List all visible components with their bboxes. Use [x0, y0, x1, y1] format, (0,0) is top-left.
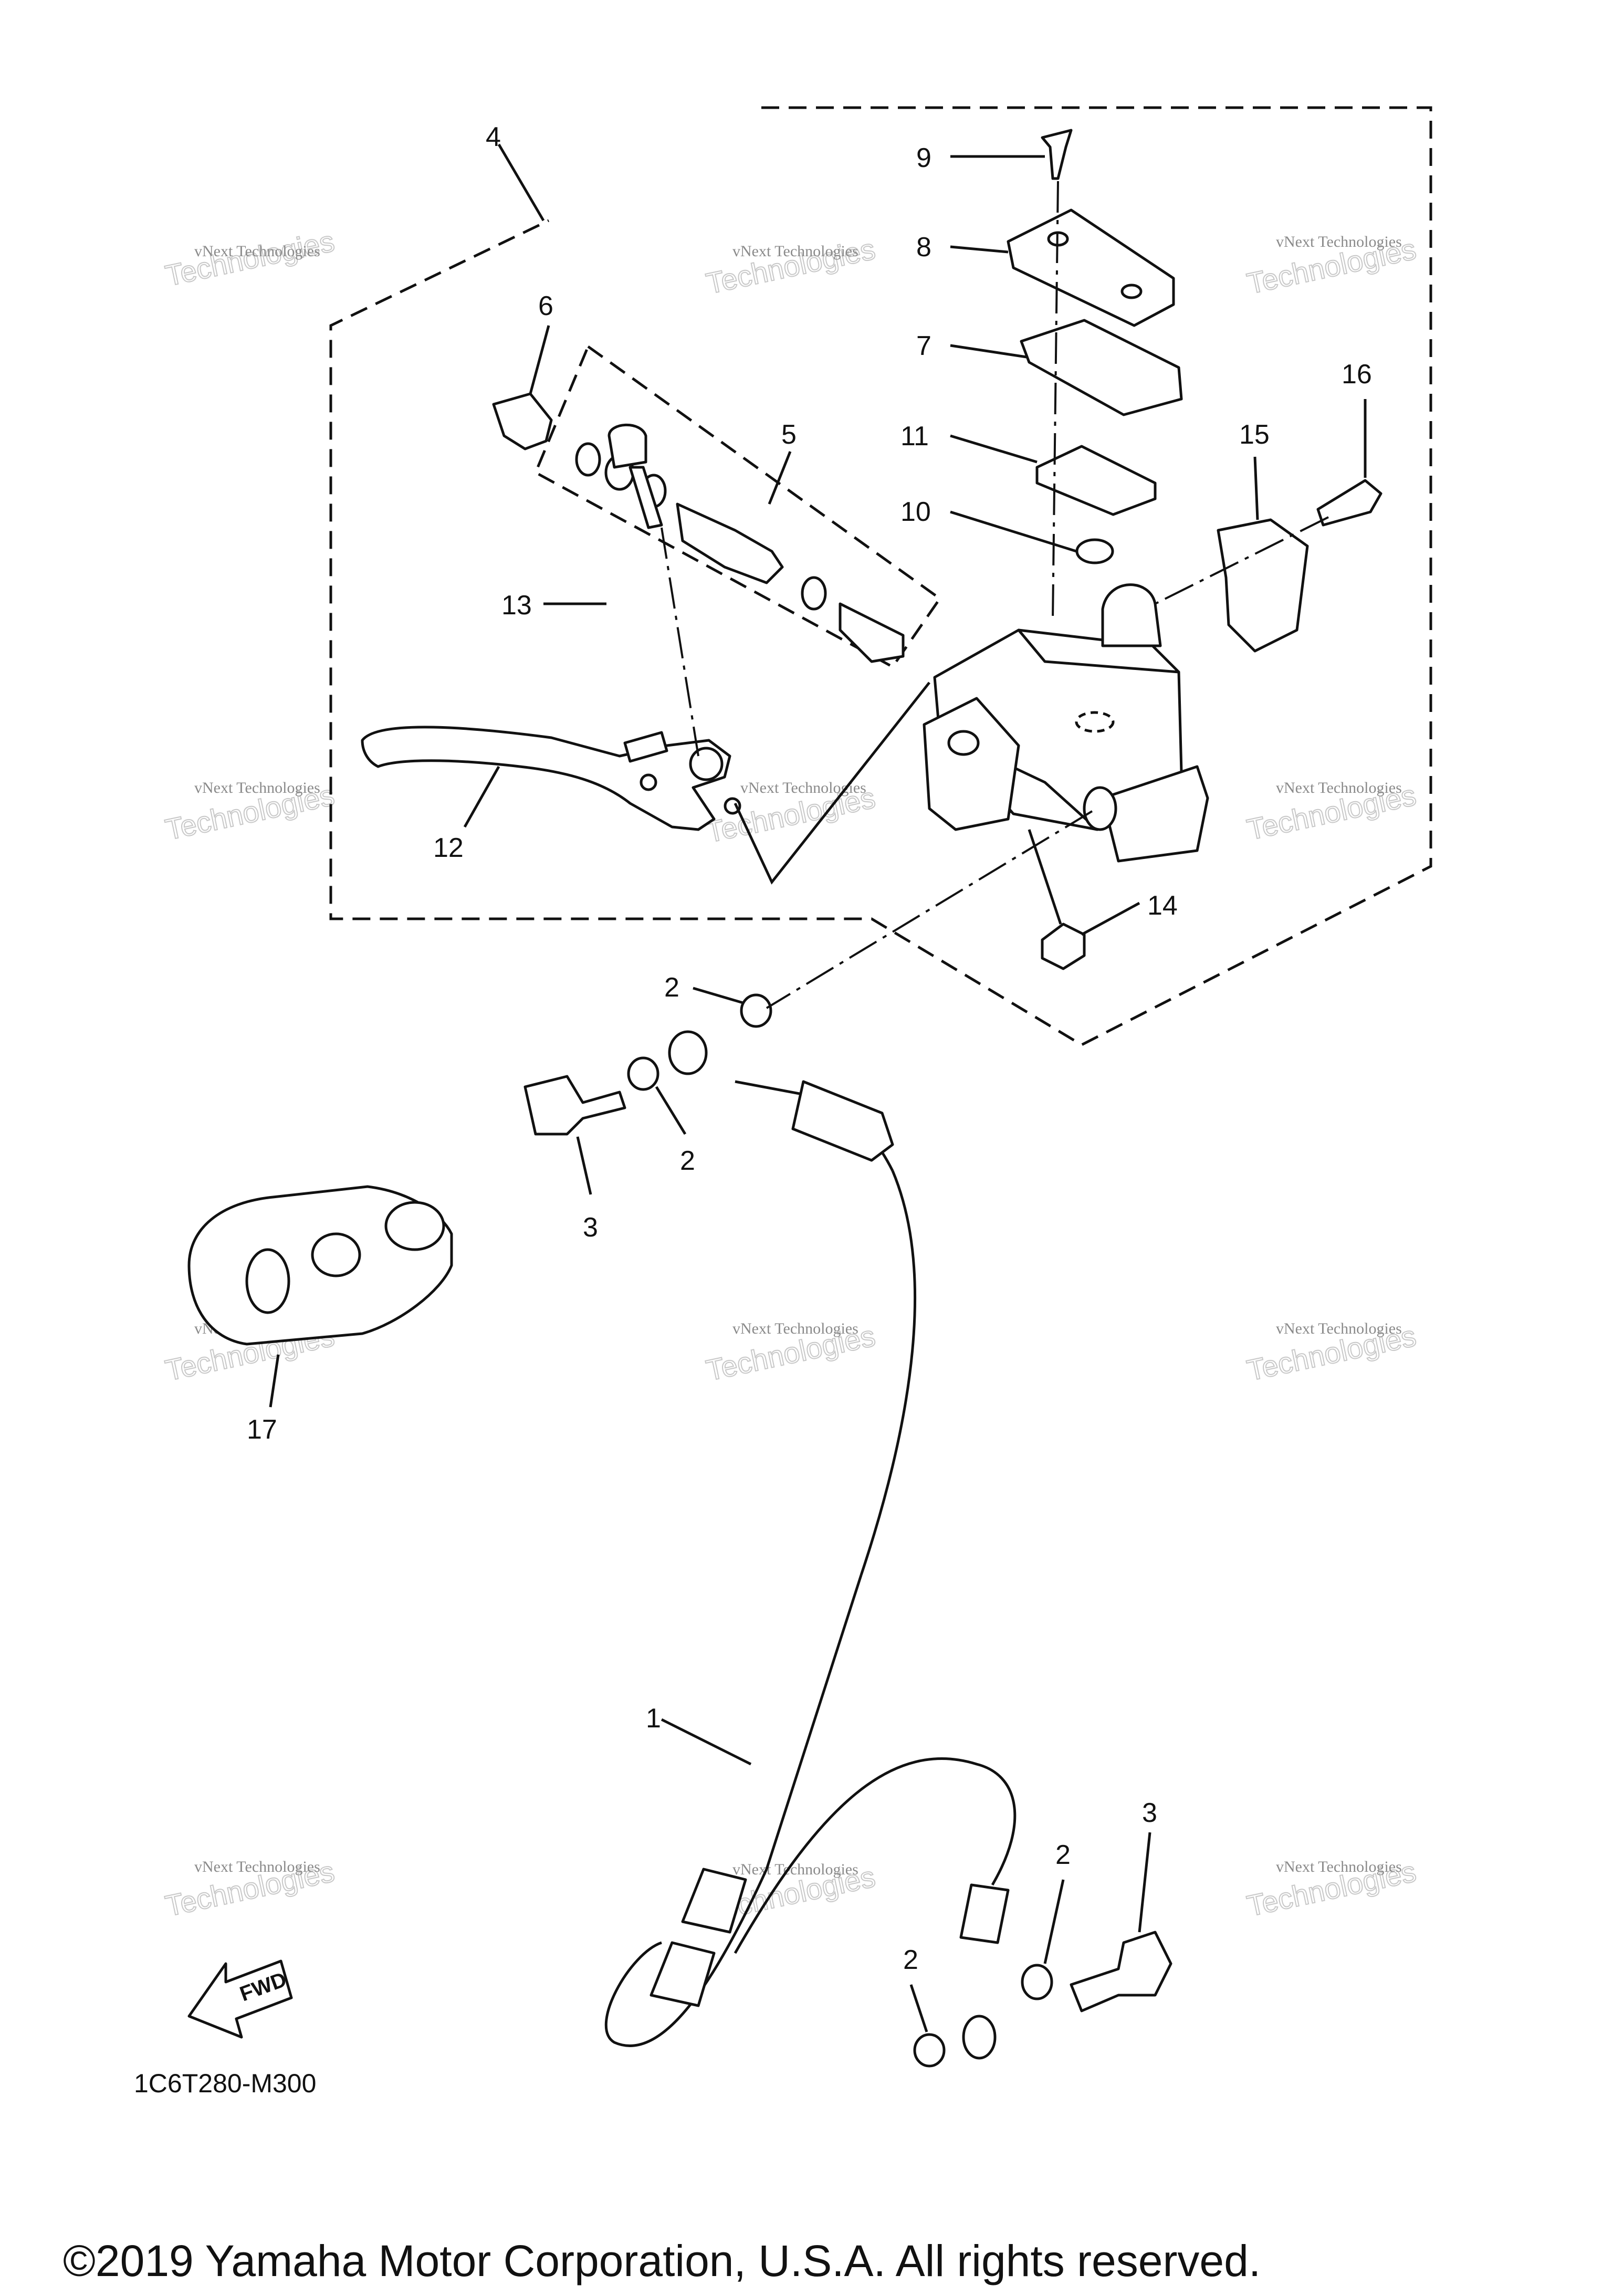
callout-2: 2	[664, 972, 679, 1003]
callout-14: 14	[1147, 890, 1178, 921]
diaphragm-plate	[1035, 445, 1157, 516]
callout-3: 3	[1142, 1798, 1157, 1828]
callout-2: 2	[1055, 1840, 1071, 1870]
callout-16: 16	[1342, 359, 1372, 390]
callout-8: 8	[916, 232, 931, 263]
brake-lever[interactable]	[361, 726, 741, 831]
svg-text:vNext Technologies: vNext Technologies	[732, 1861, 858, 1878]
master-cylinder-holder	[1217, 518, 1309, 653]
piston-kit-outline	[533, 344, 942, 669]
svg-text:vNext Technologies: vNext Technologies	[1276, 1858, 1402, 1875]
svg-text:vNext Technologies: vNext Technologies	[194, 1858, 320, 1875]
copper-washer	[1021, 1964, 1053, 2000]
union-bolt	[523, 1075, 626, 1136]
banjo-bolt-nut	[1041, 922, 1086, 970]
union-bolt	[1070, 1931, 1172, 2012]
callout-9: 9	[916, 143, 931, 173]
callout-5: 5	[781, 420, 797, 450]
svg-text:vNext Technologies: vNext Technologies	[1276, 233, 1402, 250]
copper-washer	[740, 993, 772, 1028]
watermark: Technologies vNext Technologies	[703, 232, 878, 301]
cap-screw	[1041, 129, 1073, 180]
svg-text:vNext Technologies: vNext Technologies	[732, 243, 858, 260]
diagram-code: 1C6T280-M300	[134, 2069, 316, 2098]
master-cylinder-body	[923, 583, 1209, 863]
copper-washer	[627, 1056, 659, 1091]
callout-7: 7	[916, 331, 931, 361]
reservoir-cap	[1007, 208, 1175, 327]
svg-text:vNext Technologies: vNext Technologies	[732, 1320, 858, 1337]
fwd-arrow-icon: FWD	[187, 1959, 293, 2039]
callout-labels: 9 8 7 11 10 4 6 5 13 12 15 16 14 2 2 3 1…	[247, 122, 1372, 1975]
svg-text:vNext Technologies: vNext Technologies	[194, 779, 320, 796]
holder-bolt	[1316, 479, 1382, 527]
callout-3: 3	[583, 1212, 598, 1243]
brake-hose	[604, 1030, 1017, 2060]
watermark: Technologies vNext Technologies	[162, 778, 338, 847]
o-ring	[1075, 538, 1114, 564]
callout-15: 15	[1239, 420, 1270, 450]
callout-10: 10	[900, 497, 931, 527]
callout-13: 13	[501, 590, 532, 621]
cap-screw-hole	[1120, 284, 1143, 299]
boot-cap	[492, 392, 553, 450]
pivot-bolt	[608, 423, 663, 529]
leader-lines	[269, 143, 1367, 2032]
callout-6: 6	[538, 291, 553, 321]
watermark: Technologies vNext Technologies	[1243, 1854, 1419, 1923]
watermark: Technologies vNext Technologies	[1243, 1318, 1419, 1388]
lever-cover	[187, 1185, 453, 1346]
callout-2: 2	[680, 1146, 695, 1176]
master-cylinder-assembly-outline	[329, 106, 1432, 1046]
callout-12: 12	[433, 833, 464, 863]
callout-1: 1	[646, 1703, 661, 1734]
piston-kit-parts	[575, 442, 905, 663]
alignment-lines	[661, 181, 1329, 1009]
svg-text:vNext Technologies: vNext Technologies	[1276, 779, 1402, 796]
svg-text:vNext Technologies: vNext Technologies	[194, 243, 320, 260]
callout-2: 2	[903, 1945, 918, 1975]
watermark: Technologies vNext Technologies	[703, 1318, 878, 1388]
svg-text:vNext Technologies: vNext Technologies	[1276, 1320, 1402, 1337]
watermark: Technologies vNext Technologies	[162, 224, 338, 293]
watermark: Technologies vNext Technologies	[1243, 778, 1419, 847]
watermark: Technologies vNext Technologies	[162, 1854, 338, 1923]
diaphragm	[1020, 319, 1183, 416]
callout-11: 11	[900, 421, 929, 452]
copyright-notice: ©2019 Yamaha Motor Corporation, U.S.A. A…	[63, 2236, 1261, 2285]
callout-4: 4	[486, 122, 501, 152]
copper-washer	[913, 2033, 946, 2068]
watermark: Technologies vNext Technologies	[1243, 232, 1419, 301]
callout-17: 17	[247, 1414, 277, 1445]
watermark-layer: Technologies vNext Technologies Technolo…	[162, 224, 1419, 1928]
